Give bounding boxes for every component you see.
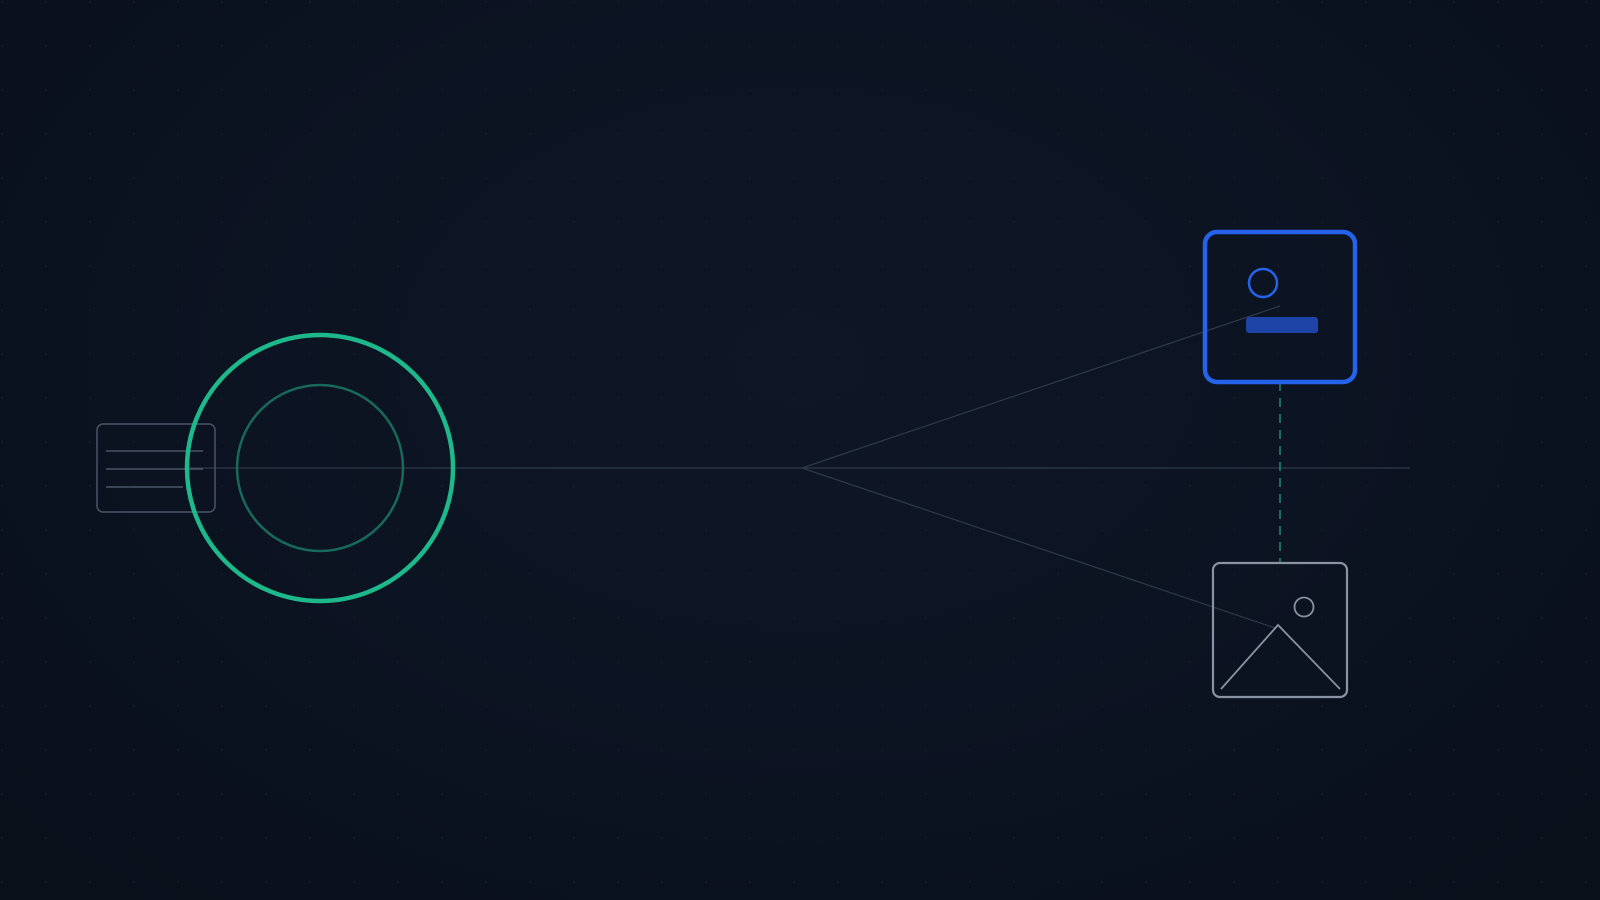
document-card-frame <box>96 423 216 513</box>
image-card-frame <box>1211 561 1349 699</box>
user-profile-card-icon[interactable] <box>1202 229 1358 385</box>
target-ring-icon[interactable] <box>184 332 456 604</box>
connector-to-profile <box>801 305 1281 469</box>
image-sun-circle <box>1293 596 1315 618</box>
ring-outer <box>184 332 456 604</box>
image-placeholder-icon[interactable] <box>1211 561 1349 699</box>
profile-name-bar <box>1246 317 1318 333</box>
ring-inner <box>235 383 405 553</box>
profile-avatar-circle <box>1247 267 1279 299</box>
connector-to-image <box>801 467 1276 629</box>
profile-card-frame <box>1202 229 1358 385</box>
image-mountain-shape <box>1220 623 1341 690</box>
